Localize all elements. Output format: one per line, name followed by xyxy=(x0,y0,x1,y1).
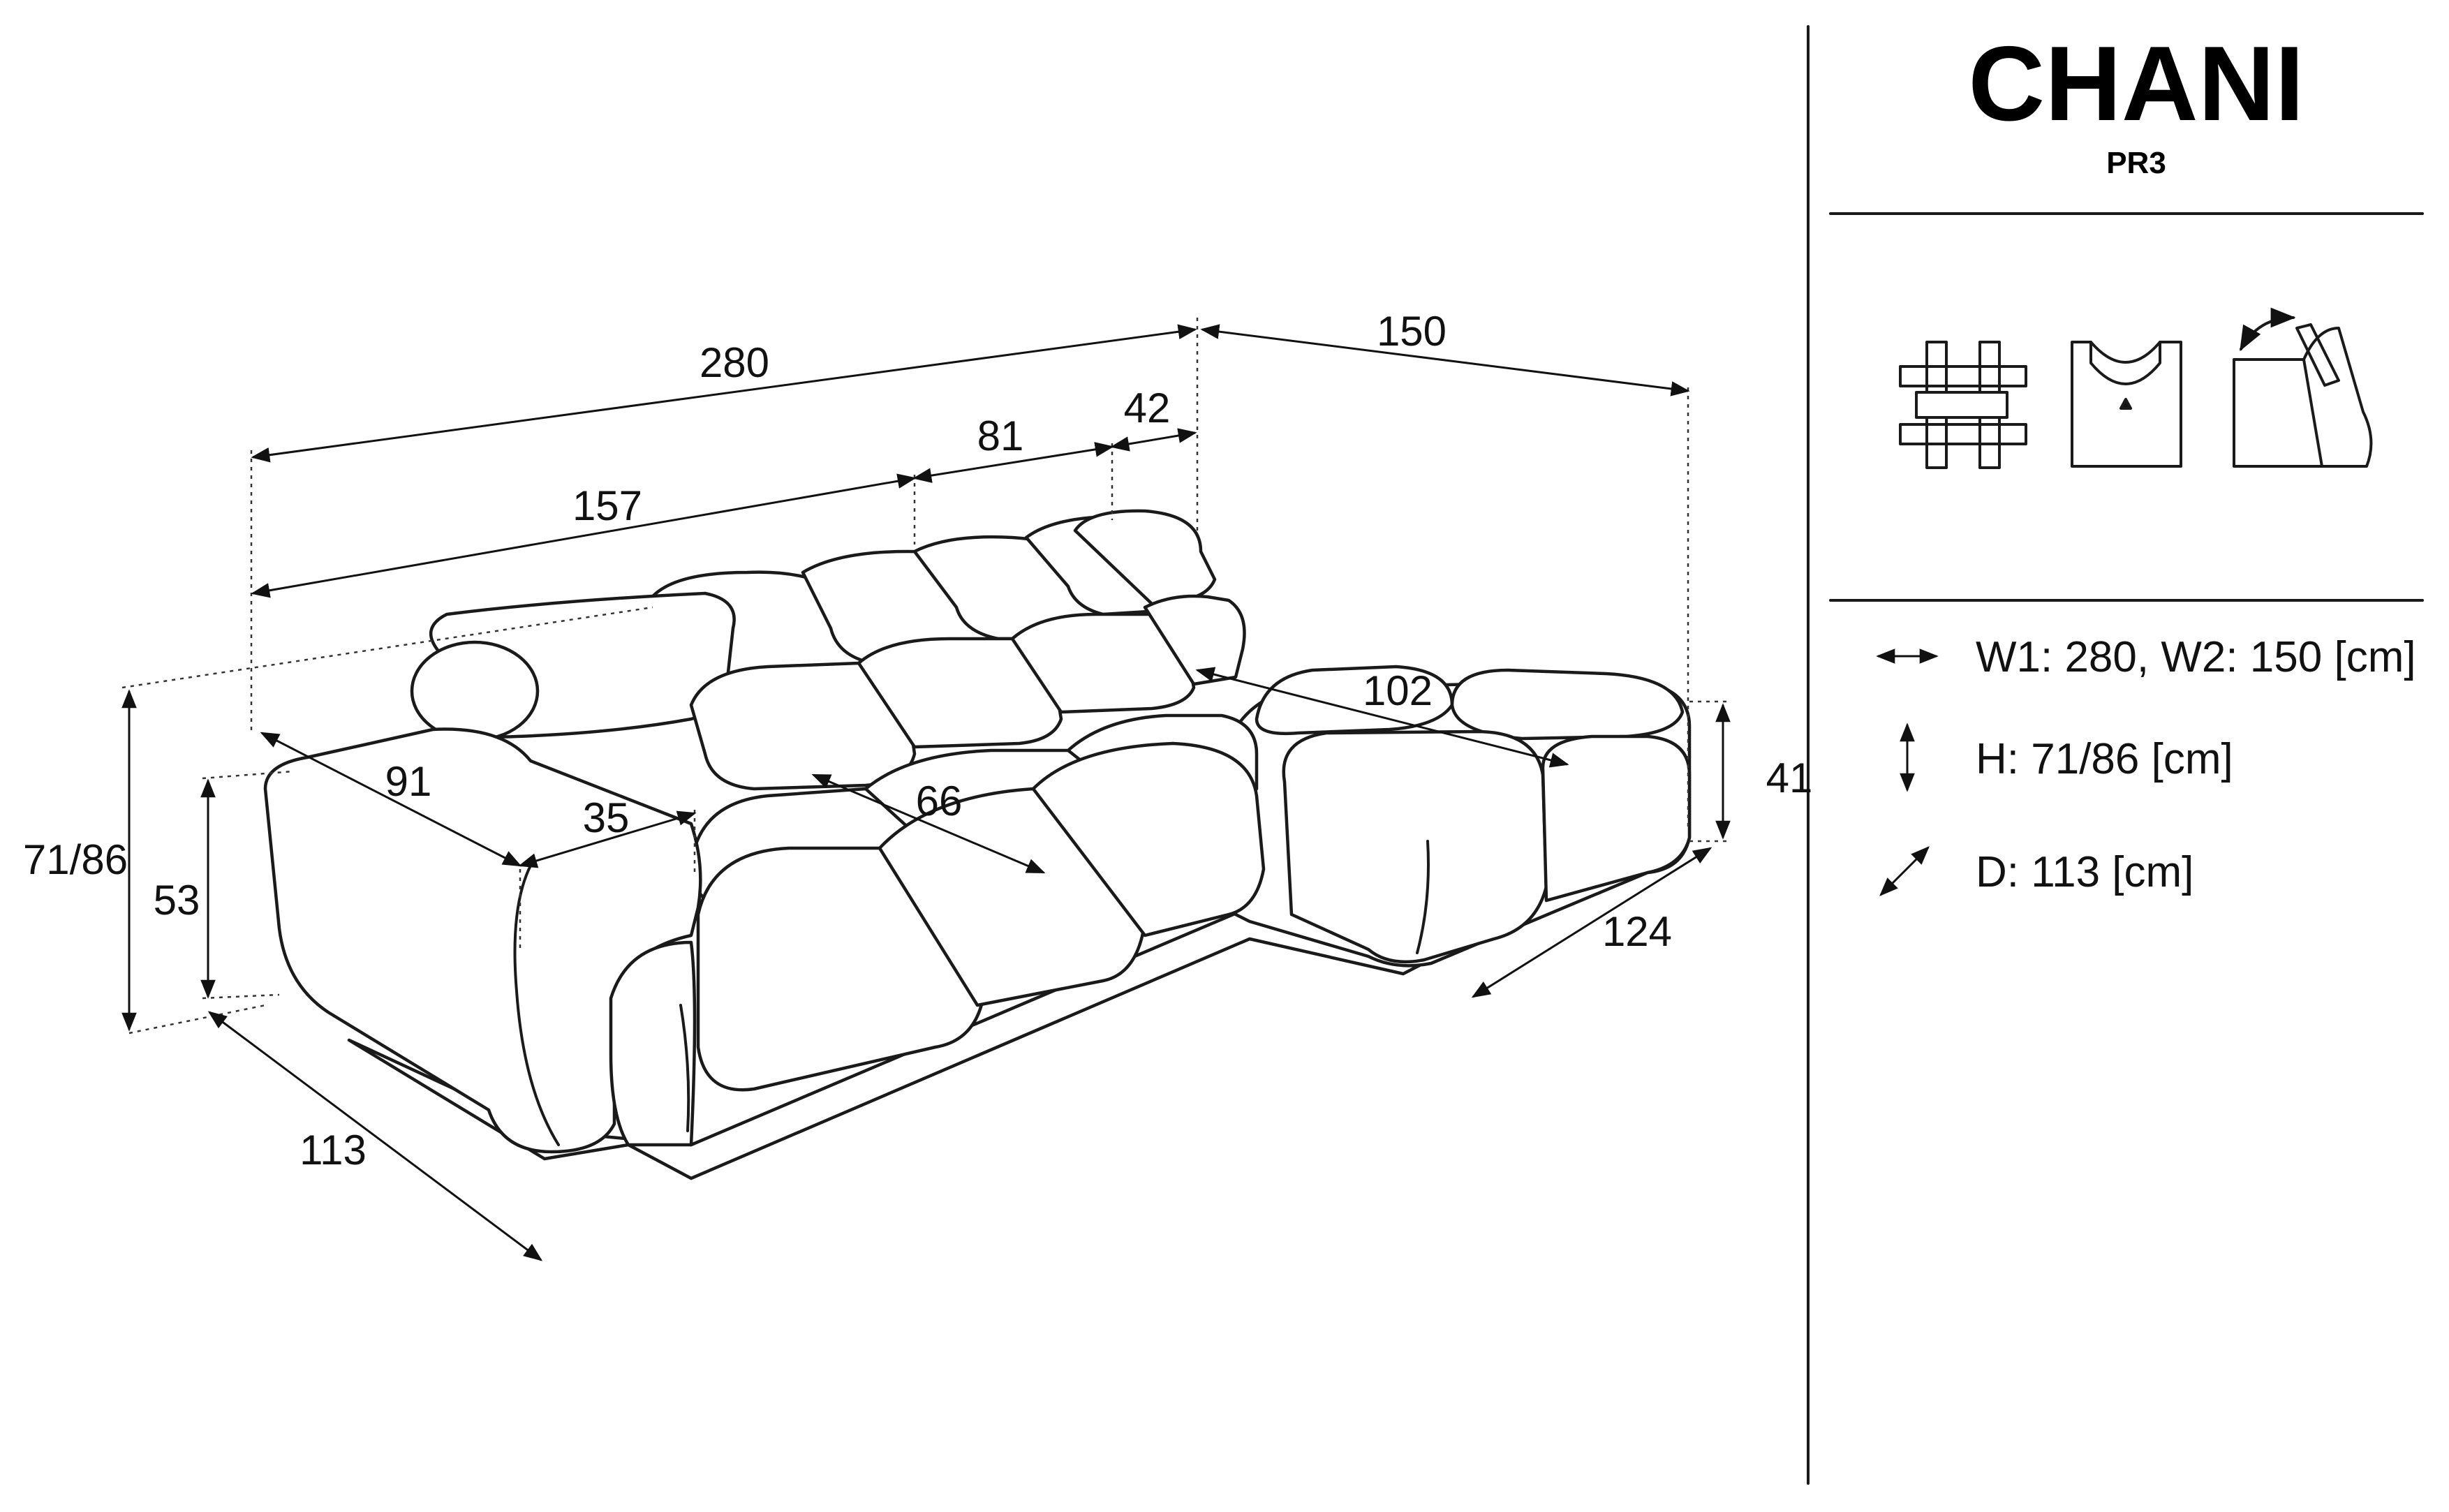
dim-line-total-width xyxy=(251,324,1197,463)
dim-line-depth xyxy=(207,1011,543,1261)
spec-row-depth: D: 113 [cm] xyxy=(1879,846,2193,896)
dim-mid-width: 81 xyxy=(977,413,1024,459)
model-code: PR3 xyxy=(2106,146,2166,180)
dim-arm-depth: 91 xyxy=(385,758,432,805)
dim-arm-height: 53 xyxy=(154,877,200,924)
dim-line-headrest-width xyxy=(1110,428,1197,452)
dimension-labels: 280 150 157 81 42 71/86 53 41 113 124 91… xyxy=(23,308,1812,1173)
dim-line-chaise-depth xyxy=(1471,847,1712,998)
left-arm-inner-seam xyxy=(679,1004,690,1132)
woven-fabric-icon xyxy=(1899,341,2027,469)
spec-height-text: H: 71/86 [cm] xyxy=(1976,735,2233,783)
dim-chaise-seat-depth: 102 xyxy=(1363,667,1433,714)
dim-back-width: 157 xyxy=(572,482,642,529)
dim-line-arm-depth xyxy=(260,732,522,867)
dim-seat-depth: 66 xyxy=(916,778,963,824)
dim-line-arm-width xyxy=(518,810,697,868)
dim-total-width: 280 xyxy=(700,339,769,386)
dim-line-chaise-seat-depth xyxy=(1195,667,1569,768)
model-name: CHANI xyxy=(1968,24,2304,143)
left-arm-inner xyxy=(609,940,697,1147)
dimension-lines xyxy=(121,324,1731,1261)
dim-line-mid-width xyxy=(912,442,1114,483)
chaise-seam xyxy=(1416,840,1430,954)
back-mid-4 xyxy=(1143,594,1246,686)
depth-arrow-icon xyxy=(1879,846,1930,896)
dim-chaise-height: 41 xyxy=(1766,755,1813,801)
headrest-roll-end xyxy=(410,640,540,742)
dim-line-back-width xyxy=(251,473,917,598)
chaise-seat-front xyxy=(1282,729,1548,964)
spec-row-height: H: 71/86 [cm] xyxy=(1900,722,2233,792)
dim-chaise-depth: 124 xyxy=(1602,908,1672,955)
spec-width-text: W1: 280, W2: 150 [cm] xyxy=(1976,633,2416,681)
dim-line-chaise-width xyxy=(1200,324,1690,396)
dim-height: 71/86 xyxy=(23,836,128,883)
dim-chaise-width: 150 xyxy=(1377,308,1447,355)
dim-headrest-width: 42 xyxy=(1124,385,1171,431)
adjustable-headrest-icon xyxy=(2233,307,2373,468)
spec-depth-text: D: 113 [cm] xyxy=(1976,848,2193,896)
removable-cover-icon xyxy=(2071,341,2182,468)
spec-row-width: W1: 280, W2: 150 [cm] xyxy=(1876,633,2416,681)
dim-arm-width: 35 xyxy=(583,794,630,841)
dim-line-seat-depth xyxy=(811,773,1046,874)
dim-depth: 113 xyxy=(299,1127,367,1173)
chaise-cushion-end xyxy=(1450,668,1685,741)
